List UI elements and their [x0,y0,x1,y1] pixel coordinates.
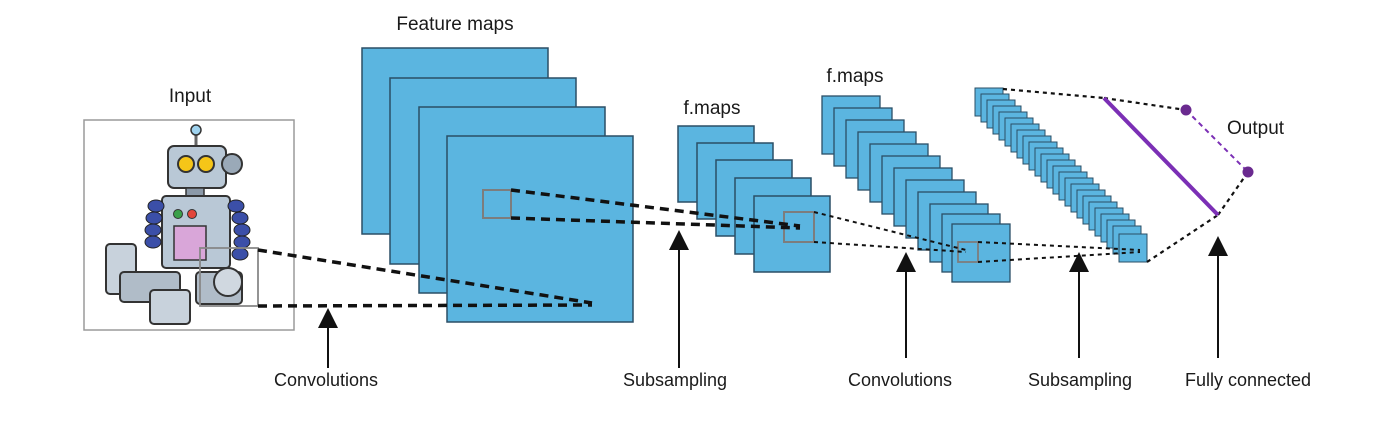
fmaps-label-1: f.maps [683,98,741,119]
fmap [951,223,1011,283]
fmaps-label-2: f.maps [826,66,884,87]
operation-label-fully-connected: Fully connected [1184,370,1312,390]
fmaps-stack-3 [974,87,1148,263]
fmaps-stack-1 [677,125,831,273]
feature-map [446,135,634,323]
input-label: Input [168,86,212,107]
fmap [753,195,831,273]
input-image [83,119,295,331]
fmaps-stack-2 [821,95,1011,283]
operation-arrows [318,230,1228,368]
top-crop-strip [0,0,1376,8]
feature-maps-stack [361,47,634,323]
operation-label-subsampling-1: Subsampling [622,370,728,390]
output-node [1180,104,1192,116]
robot-icon [105,124,251,325]
output-label: Output [1227,118,1285,139]
output-node [1242,166,1254,178]
feature-maps-label: Feature maps [396,14,514,35]
operation-label-convolutions-1: Convolutions [273,370,379,390]
operation-label-convolutions-2: Convolutions [847,370,953,390]
operation-label-subsampling-2: Subsampling [1027,370,1133,390]
connection-lines [257,87,1249,308]
output-layer-link [1185,109,1249,173]
feature-map-receptive-square [482,189,512,219]
fully-connected-layer [1102,96,1220,217]
